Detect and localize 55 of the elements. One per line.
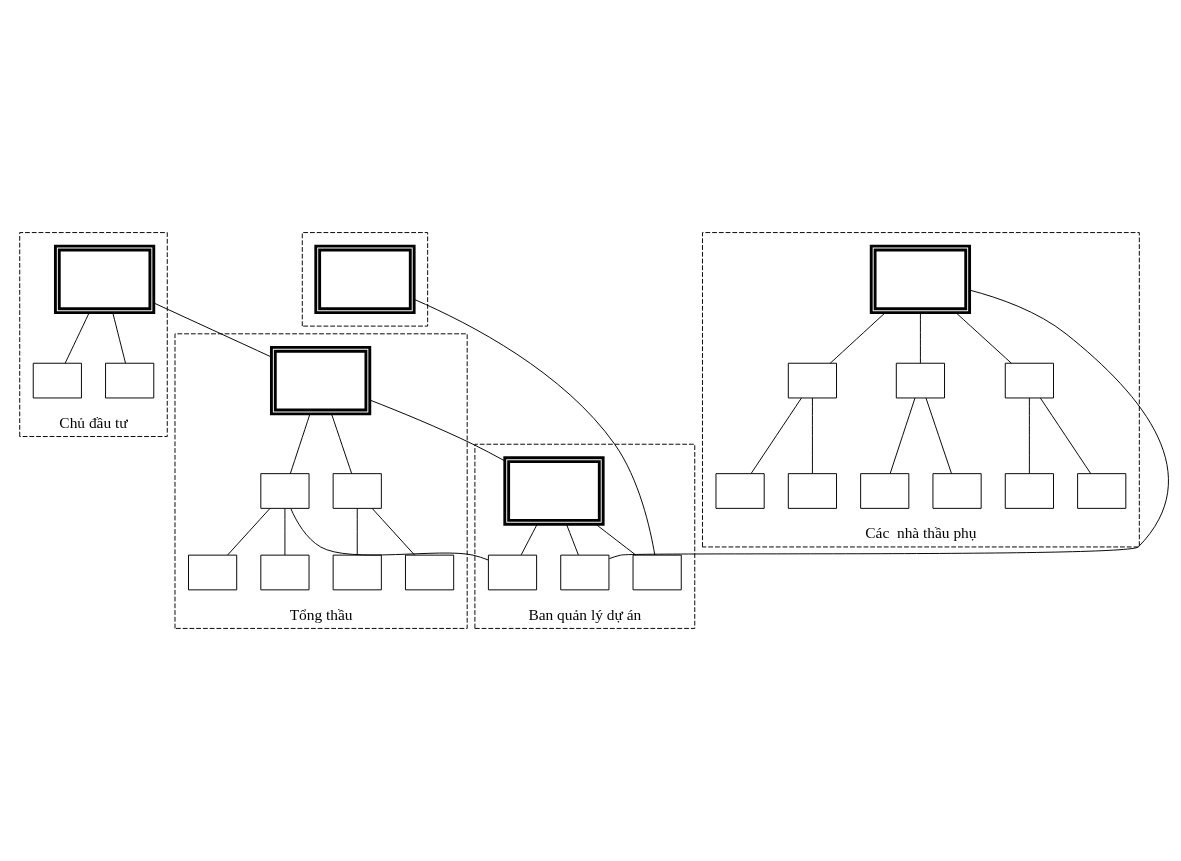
node-box — [404, 554, 455, 591]
connector — [955, 312, 1012, 364]
connector — [369, 399, 505, 462]
node-box — [787, 362, 837, 399]
node-box — [787, 473, 837, 509]
node-box — [269, 345, 372, 416]
node-box — [715, 473, 765, 509]
node-box — [1004, 362, 1054, 399]
node-box — [332, 473, 382, 509]
connector — [829, 312, 886, 364]
node-box — [932, 473, 982, 509]
connector — [284, 507, 286, 556]
node-box — [188, 554, 238, 591]
connector — [811, 397, 813, 474]
node-box — [260, 473, 310, 509]
connector — [227, 507, 271, 556]
connector — [64, 312, 90, 364]
cluster: Các nhà thầu phụ — [702, 232, 1140, 548]
connector — [413, 298, 656, 556]
connector — [290, 508, 489, 561]
node-box — [32, 362, 82, 399]
node-box — [895, 362, 945, 399]
cluster: Tổng thầu — [174, 333, 468, 629]
connector — [889, 397, 916, 474]
connector — [520, 523, 538, 556]
connector — [356, 507, 358, 556]
connector — [371, 507, 416, 556]
node-box — [314, 244, 416, 315]
node-box — [1004, 473, 1054, 509]
node-box — [53, 244, 156, 315]
node-box — [1077, 473, 1127, 509]
connector — [289, 413, 311, 475]
connector — [153, 302, 272, 358]
connector — [1039, 397, 1092, 474]
connector — [750, 397, 802, 474]
connector — [566, 523, 579, 556]
node-box — [560, 554, 610, 591]
node-box — [503, 456, 605, 526]
node-box — [332, 554, 382, 591]
cluster: Ban quản lý dự án — [474, 443, 696, 629]
connector — [1028, 397, 1030, 474]
node-box — [487, 554, 538, 591]
cluster — [301, 232, 429, 327]
connector — [919, 312, 921, 364]
node-box — [632, 554, 682, 591]
connector — [331, 413, 353, 475]
cluster: Chủ đầu tư — [19, 232, 168, 437]
connector — [608, 289, 1169, 560]
node-box — [869, 244, 972, 315]
node-box — [105, 362, 155, 399]
node-box — [860, 473, 910, 509]
connector — [925, 397, 952, 474]
node-box — [260, 554, 310, 591]
connector — [595, 523, 637, 556]
connector — [112, 312, 126, 364]
